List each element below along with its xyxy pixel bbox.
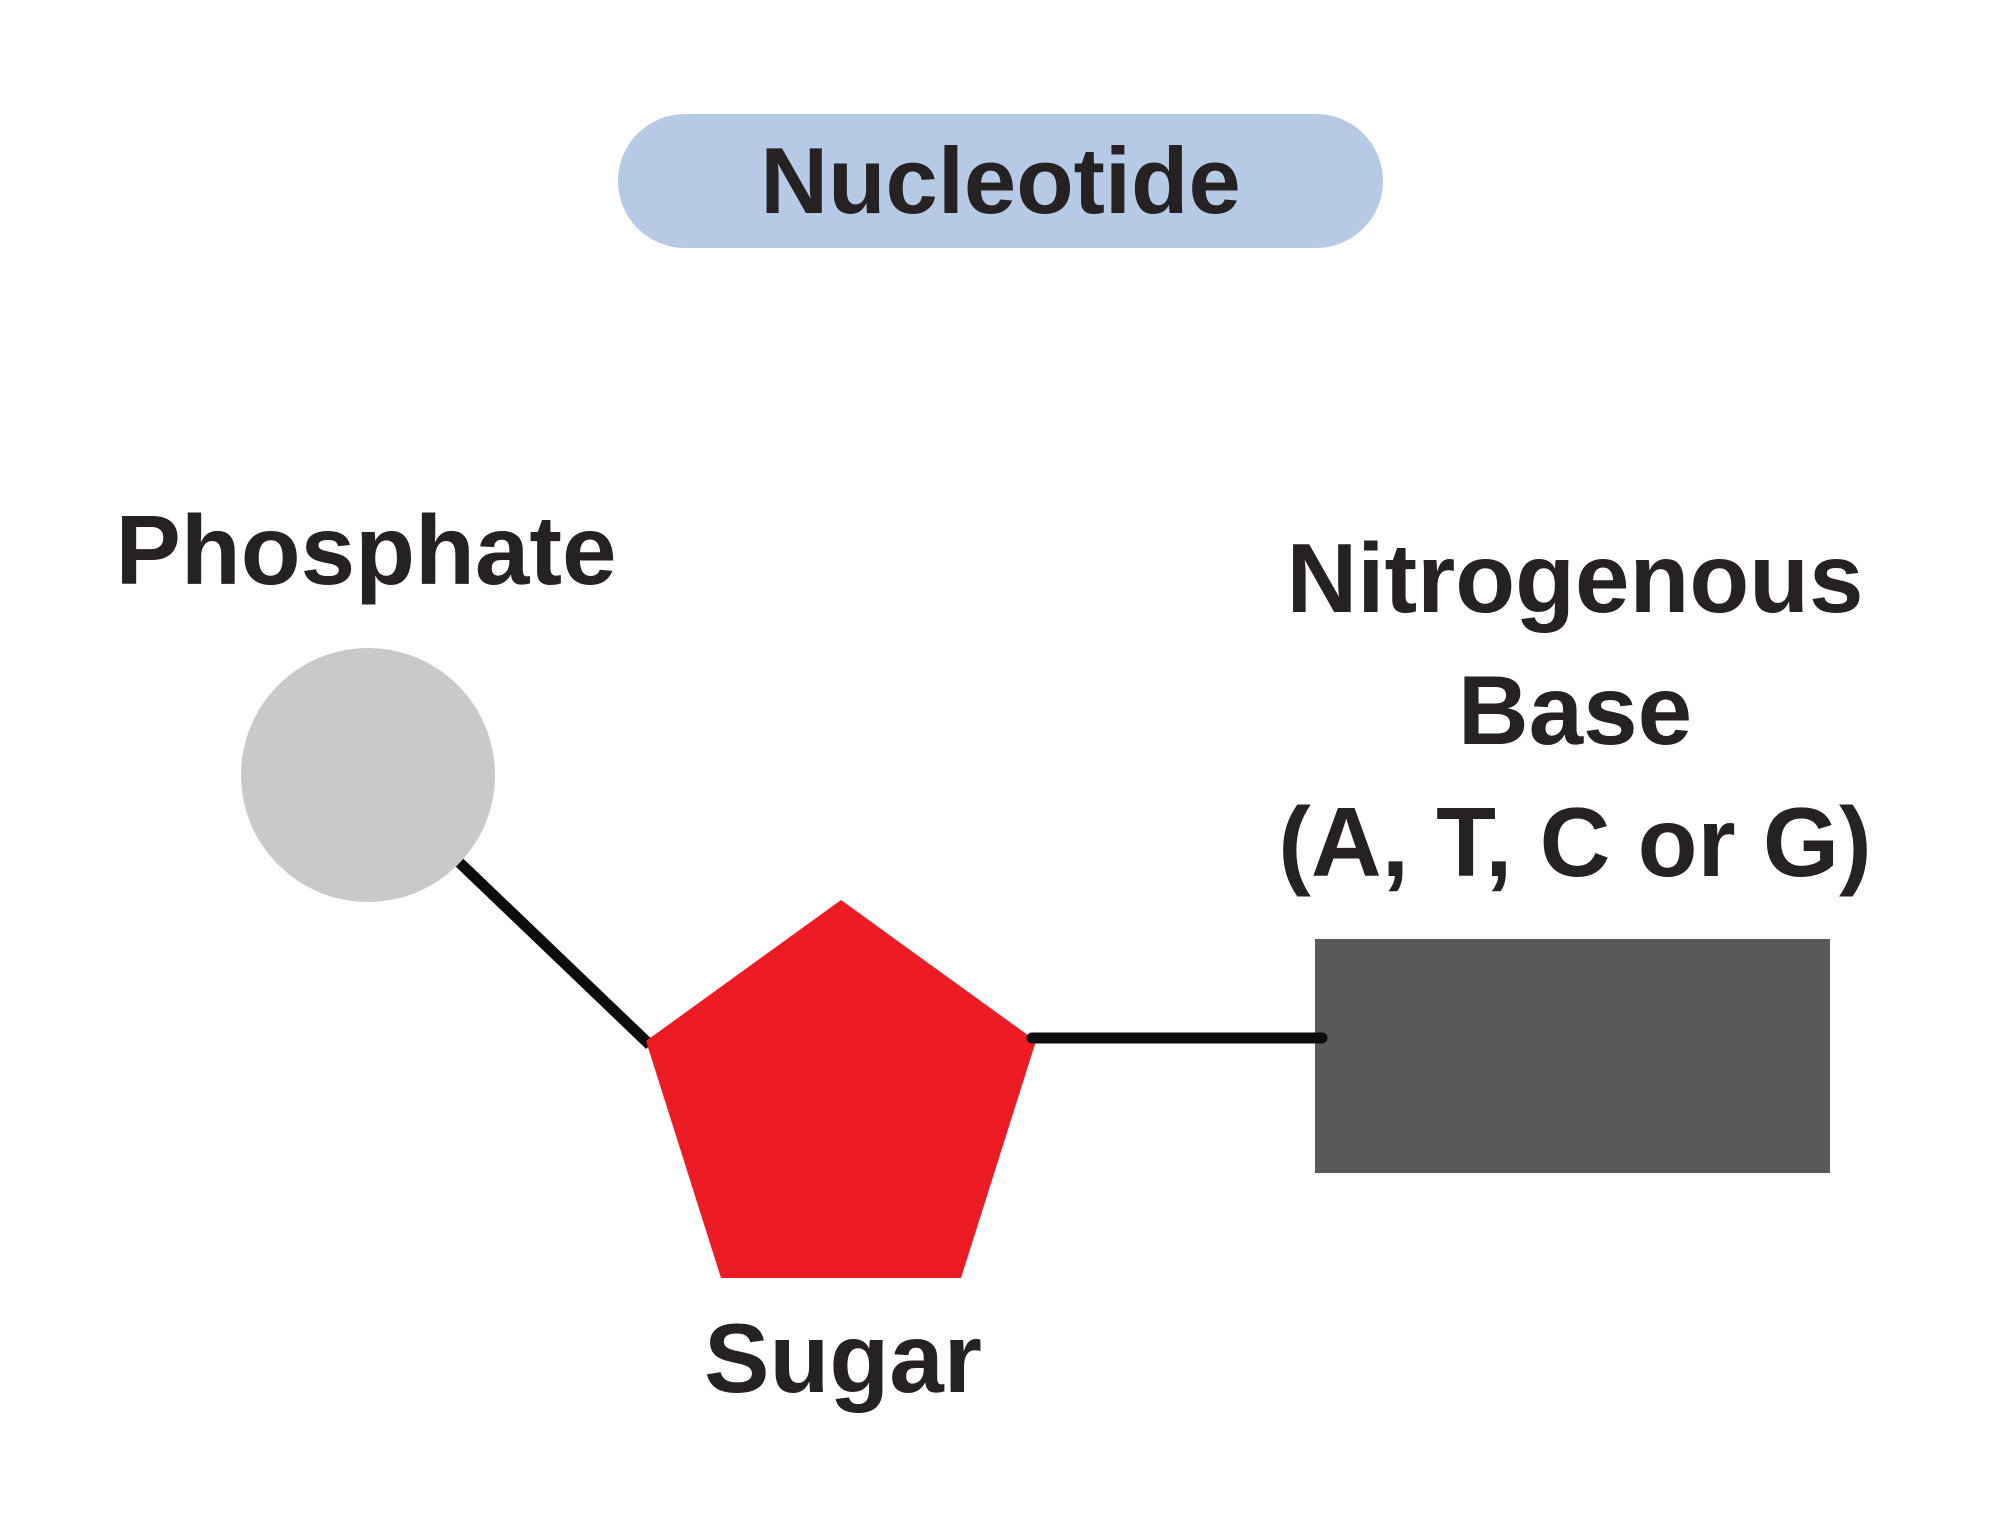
nucleotide-title: Nucleotide (760, 128, 1241, 233)
nitrogenous-base-label-line1: Nitrogenous (1286, 523, 1864, 633)
nitrogenous-base-rectangle (1315, 939, 1830, 1173)
phosphate-label: Phosphate (115, 495, 617, 605)
nitrogenous-base-label: Nitrogenous Base (A, T, C or G) (1175, 512, 1975, 908)
nitrogenous-base-label-line2: Base (1457, 655, 1693, 765)
phosphate-circle (241, 648, 495, 902)
nucleotide-title-pill: Nucleotide (618, 114, 1383, 248)
nitrogenous-base-label-line3: (A, T, C or G) (1278, 787, 1872, 897)
sugar-pentagon (646, 900, 1036, 1278)
sugar-label: Sugar (704, 1303, 982, 1413)
